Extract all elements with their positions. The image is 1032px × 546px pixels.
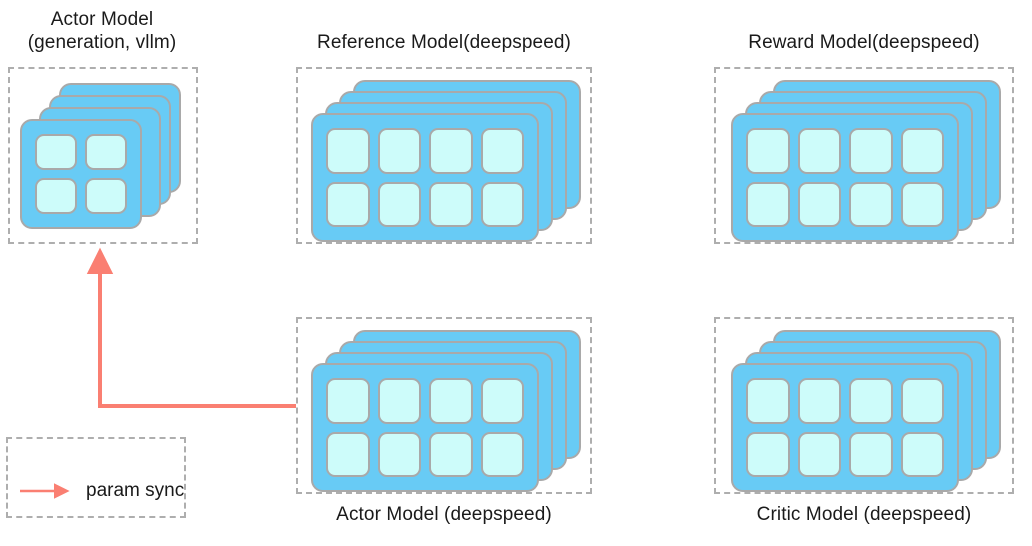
group-box-reward[interactable]: [714, 67, 1014, 244]
device-cell: [429, 431, 473, 477]
legend-box[interactable]: [6, 437, 186, 518]
group-box-critic[interactable]: [714, 317, 1014, 494]
device-cell: [35, 178, 77, 214]
device-cell: [326, 181, 370, 227]
device-cell: [35, 134, 77, 170]
device-cell: [377, 378, 421, 424]
caption-actor-deepspeed: Actor Model (deepspeed): [336, 504, 552, 525]
param-sync-path: [86, 247, 296, 408]
param-sync-legend-arrow-icon: [20, 482, 70, 499]
device-cell: [849, 128, 893, 174]
device-cell: [746, 378, 790, 424]
caption-actor-vllm: Actor Model (generation, vllm): [27, 9, 177, 53]
device-cell: [480, 431, 524, 477]
device-cell: [480, 181, 524, 227]
group-box-actor-deepspeed[interactable]: [296, 317, 592, 494]
card-stack-reference: [298, 69, 590, 242]
device-cell: [326, 378, 370, 424]
card-stack-critic: [716, 319, 1012, 492]
device-cell: [85, 134, 127, 170]
card-layer-1: [311, 113, 539, 242]
device-cell: [900, 431, 944, 477]
card-stack-actor-deepspeed: [298, 319, 590, 492]
device-cell: [900, 181, 944, 227]
card-stack-reward: [716, 69, 1012, 242]
device-cell: [746, 181, 790, 227]
device-cell: [429, 378, 473, 424]
device-cell: [377, 181, 421, 227]
device-cell: [849, 378, 893, 424]
device-cell: [849, 181, 893, 227]
device-cell: [480, 128, 524, 174]
card-layer-1: [731, 363, 959, 492]
card-stack-actor-vllm: [10, 69, 196, 242]
device-cell: [797, 431, 841, 477]
caption-reference: Reference Model(deepspeed): [317, 32, 571, 53]
device-cell: [480, 378, 524, 424]
device-cell: [377, 431, 421, 477]
legend-item-param-sync[interactable]: param sync: [18, 481, 184, 500]
caption-critic: Critic Model (deepspeed): [756, 504, 972, 525]
card-layer-1: [731, 113, 959, 242]
device-cell: [900, 128, 944, 174]
caption-reward: Reward Model(deepspeed): [748, 32, 980, 53]
device-cell: [429, 128, 473, 174]
device-cell: [797, 128, 841, 174]
device-cell: [326, 431, 370, 477]
device-cell: [429, 181, 473, 227]
device-cell: [849, 431, 893, 477]
device-cell: [377, 128, 421, 174]
device-cell: [326, 128, 370, 174]
device-cell: [797, 181, 841, 227]
device-cell: [746, 431, 790, 477]
group-box-reference[interactable]: [296, 67, 592, 244]
card-layer-1: [20, 119, 142, 229]
card-layer-1: [311, 363, 539, 492]
device-cell: [797, 378, 841, 424]
device-cell: [746, 128, 790, 174]
group-box-actor-vllm[interactable]: [8, 67, 198, 244]
device-cell: [900, 378, 944, 424]
legend-label-param-sync: param sync: [86, 480, 185, 501]
device-cell: [85, 178, 127, 214]
